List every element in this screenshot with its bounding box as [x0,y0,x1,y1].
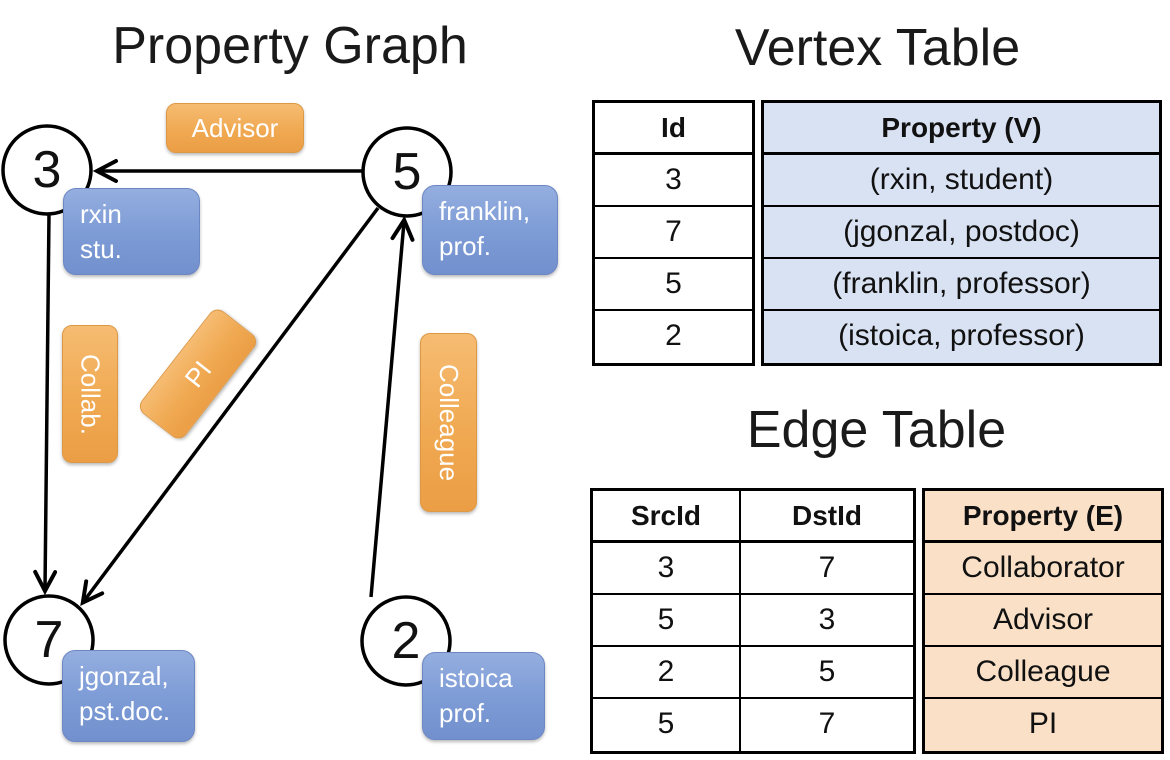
edge-table: SrcId 3 5 2 5 DstId 7 3 5 7 Property (E)… [590,488,1164,754]
vertex-table: Id 3 7 5 2 Property (V) (rxin, student) … [592,100,1162,366]
vertex-box-rxin: rxin stu. [63,188,200,275]
node-label-3: 3 [32,141,62,199]
vertex-box-line: istoica [439,663,513,693]
edge-srcdst-columns: SrcId 3 5 2 5 DstId 7 3 5 7 [590,488,916,754]
edge-label-advisor: Advisor [166,103,304,153]
vertex-id-cell: 2 [665,319,682,352]
vertex-box-istoica: istoica prof. [422,652,545,740]
vertex-box-line: stu. [80,234,122,264]
edge-src-column: SrcId 3 5 2 5 [593,491,741,751]
edge-property-column: Property (E) Collaborator Advisor Collea… [922,488,1164,754]
edge-property-header: Property (E) [925,491,1161,543]
edge-colleague-2-to-5 [369,215,415,598]
vertex-property-header: Property (V) [764,103,1159,155]
vertex-box-line: franklin, [439,196,531,226]
edge-src-header: SrcId [593,491,739,543]
vertex-property-column: Property (V) (rxin, student) (jgonzal, p… [761,100,1162,366]
vertex-box-line: jgonzal, [79,661,169,691]
vertex-property-cell: (franklin, professor) [764,259,1159,311]
edge-collaborator-3-to-7 [33,213,58,596]
edge-property-cell: Colleague [925,647,1161,699]
vertex-property-cell: (jgonzal, postdoc) [764,207,1159,259]
vertex-id-cell: 3 [595,155,752,207]
edge-pi-5-to-7 [80,206,380,607]
edge-table-title: Edge Table [746,401,1007,459]
edge-src-cell: 3 [593,543,739,595]
edge-property-cell: PI [925,699,1161,751]
edge-src-cell: 2 [593,647,739,699]
edge-src-cell: 5 [657,707,675,740]
node-label-2: 2 [391,612,421,670]
vertex-id-cell: 7 [595,207,752,259]
vertex-box-line: prof. [439,698,492,728]
edge-dst-column: DstId 7 3 5 7 [741,491,913,751]
edge-src-cell: 5 [593,595,739,647]
vertex-box-line: prof. [439,231,492,261]
vertex-box-jgonzal: jgonzal, pst.doc. [62,650,195,742]
node-label-5: 5 [392,143,422,201]
vertex-id-column: Id 3 7 5 2 [592,100,755,366]
edge-label-collab: Collab. [62,325,118,463]
edge-label-colleague: Colleague [420,333,477,512]
vertex-id-header: Id [595,103,752,155]
edge-dst-cell: 3 [741,595,913,647]
property-graph-title: Property Graph [112,17,468,75]
vertex-box-franklin: franklin, prof. [422,185,558,275]
edge-dst-cell: 7 [818,707,836,740]
vertex-property-cell: (rxin, student) [764,155,1159,207]
edge-dst-header: DstId [741,491,913,543]
edge-dst-cell: 5 [741,647,913,699]
edge-dst-cell: 7 [741,543,913,595]
vertex-table-title: Vertex Table [734,19,1021,77]
vertex-id-cell: 5 [595,259,752,311]
node-label-7: 7 [34,611,64,669]
vertex-property-cell: (istoica, professor) [764,311,1159,363]
vertex-box-line: pst.doc. [79,696,171,726]
edge-property-cell: Advisor [925,595,1161,647]
edge-property-cell: Collaborator [925,543,1161,595]
vertex-box-line: rxin [80,199,122,229]
